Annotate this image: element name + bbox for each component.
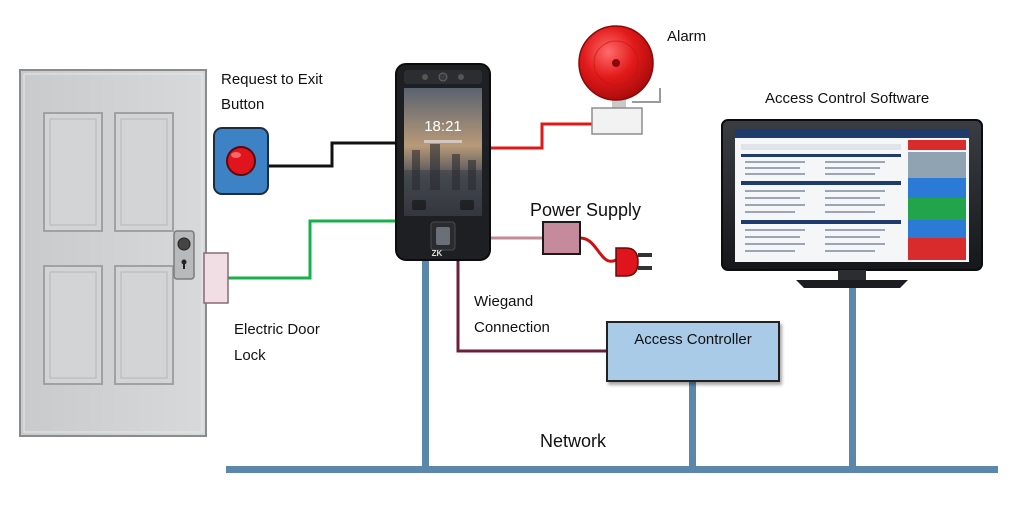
wiegand-wire: [456, 258, 606, 353]
access-controller-box: Access Controller: [606, 321, 780, 382]
label-wiegand-line2: Connection: [474, 319, 550, 336]
alarm-wire: [490, 122, 592, 150]
face-terminal-icon: 18:21 ZK: [395, 63, 491, 261]
exit-button-icon: [213, 127, 269, 195]
label-network: Network: [540, 431, 607, 451]
terminal-clock: 18:21: [424, 118, 462, 135]
label-wiegand-line1: Wiegand: [474, 293, 533, 310]
labels: Request to Exit Button Alarm Access Cont…: [221, 28, 929, 451]
label-alarm: Alarm: [667, 28, 706, 45]
lock-wire: [228, 219, 396, 280]
label-access-control-software: Access Control Software: [765, 90, 929, 107]
door-knob-icon: [173, 230, 195, 280]
access-controller-label: Access Controller: [634, 331, 752, 348]
electric-lock-icon: [203, 252, 229, 304]
label-electric-door-lock-line1: Electric Door: [234, 321, 320, 338]
network-bus: [226, 258, 998, 473]
label-request-to-exit-line1: Request to Exit: [221, 71, 324, 88]
label-power-supply: Power Supply: [530, 200, 641, 220]
label-request-to-exit-line2: Button: [221, 96, 264, 113]
door-icon: [19, 69, 207, 437]
power-plug-icon: [615, 247, 652, 277]
label-electric-door-lock-line2: Lock: [234, 347, 266, 364]
monitor-icon: [721, 119, 983, 288]
terminal-brand: ZK: [432, 249, 443, 258]
power-adapter-icon: [542, 221, 581, 255]
exit-button-wire: [268, 141, 396, 168]
plug-cable: [579, 236, 617, 263]
alarm-bell-icon: [578, 25, 661, 135]
